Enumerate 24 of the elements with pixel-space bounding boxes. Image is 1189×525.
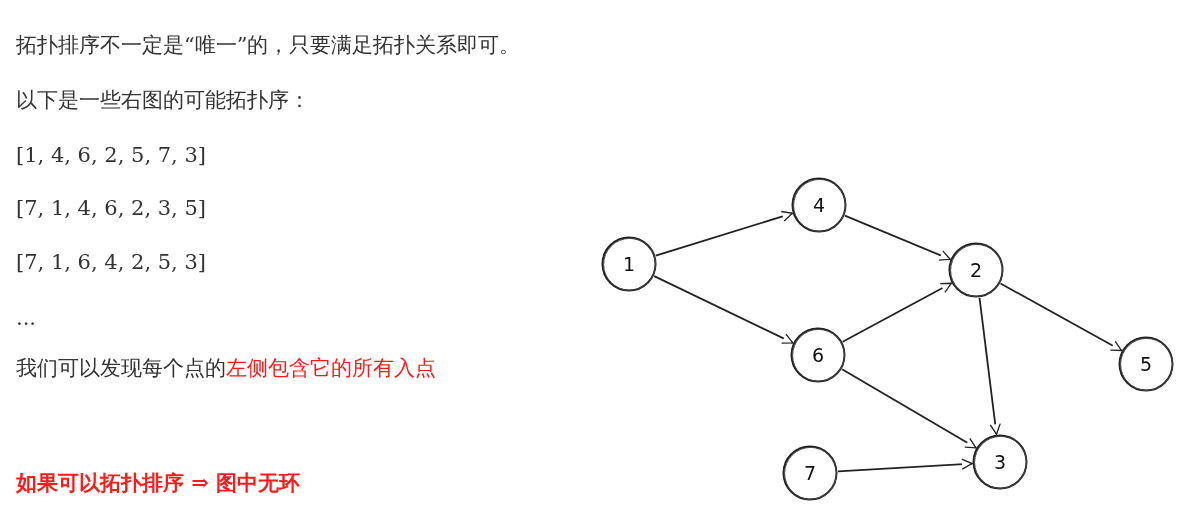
circle-node: 2 xyxy=(948,242,1004,298)
arrow xyxy=(844,214,951,261)
circle-node: 6 xyxy=(790,327,846,383)
text-line: [1, 4, 6, 2, 5, 7, 3] xyxy=(16,142,206,169)
arrow xyxy=(654,210,794,257)
text-line: [7, 1, 6, 4, 2, 5, 3] xyxy=(16,249,206,276)
conclusion-text: 如果可以拓扑排序 ⇒ 图中无环 xyxy=(16,469,301,497)
arrow xyxy=(837,458,973,473)
highlighted-text: 左侧包含它的所有入点 xyxy=(226,355,436,382)
arrow xyxy=(841,368,977,449)
arrow xyxy=(978,296,1001,436)
circle-node: 7 xyxy=(782,445,838,501)
arrow xyxy=(841,282,953,343)
circle-node: 4 xyxy=(791,177,847,233)
arrow xyxy=(653,275,794,344)
text-line: 拓扑排序不一定是“唯一”的，只要满足拓扑关系即可。 xyxy=(16,32,521,59)
text-line: 以下是一些右图的可能拓扑序： xyxy=(16,87,310,114)
text-line: ... xyxy=(16,305,37,332)
circle-node: 3 xyxy=(972,434,1028,490)
circle-node: 5 xyxy=(1118,336,1174,392)
text-line: [7, 1, 4, 6, 2, 3, 5] xyxy=(16,195,206,222)
arrow xyxy=(999,282,1123,352)
text-line: 我们可以发现每个点的 xyxy=(16,355,226,382)
circle-node: 1 xyxy=(601,236,657,292)
